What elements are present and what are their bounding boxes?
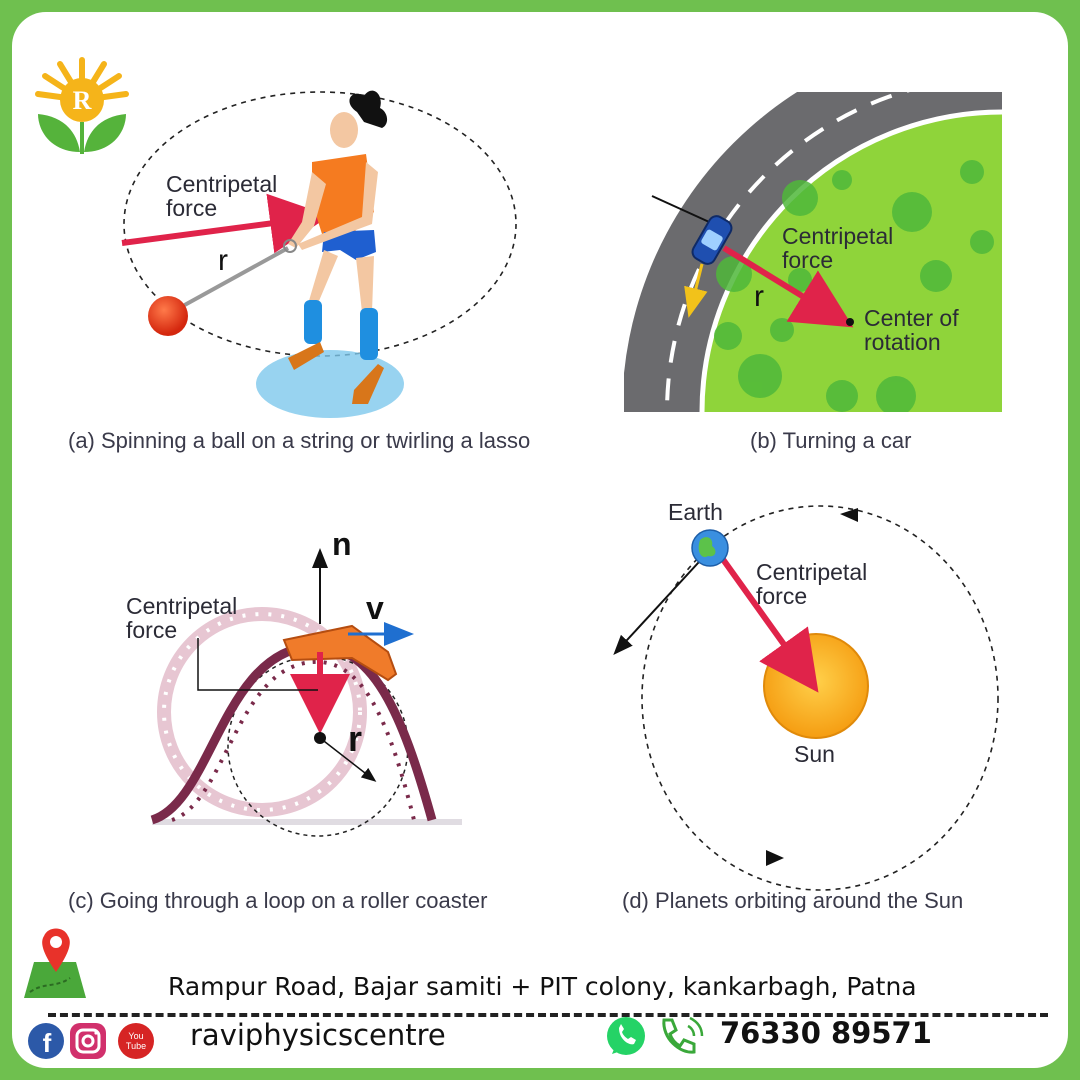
svg-text:Tube: Tube [126, 1041, 146, 1051]
panel-d-force-label-line2: force [756, 583, 808, 609]
svg-text:f: f [43, 1028, 52, 1058]
ball-icon [148, 296, 188, 336]
panel-a-force-label-line1: Centripetal [166, 171, 278, 197]
tangent-line [651, 195, 719, 227]
youtube-icon[interactable]: You Tube [118, 1023, 154, 1059]
infographic-card: R [12, 12, 1068, 1068]
instagram-icon[interactable] [70, 1023, 106, 1059]
circular-path [123, 91, 517, 357]
car-icon [691, 215, 733, 265]
panel-c-radius-label: r [348, 718, 363, 759]
footer-divider [48, 1013, 1048, 1017]
panel-d-force-label-line1: Centripetal [756, 559, 868, 585]
panel-b-force-label-line2: force [782, 247, 834, 273]
address-text: Rampur Road, Bajar samiti + PIT colony, … [168, 972, 917, 1001]
panel-c-velocity-label: v [366, 590, 384, 626]
location-pin-icon [24, 928, 86, 998]
panel-c-caption: (c) Going through a loop on a roller coa… [68, 888, 488, 913]
center-point [846, 318, 854, 326]
athlete-figure [283, 90, 388, 404]
leaf-left-icon [38, 114, 80, 152]
centripetal-force-arrow [719, 556, 819, 693]
centripetal-force-arrow [722, 245, 854, 328]
facebook-icon[interactable]: f [28, 1023, 64, 1059]
orbit-direction-icon [766, 850, 784, 866]
track-ties [171, 659, 416, 822]
label-leader-line [197, 638, 318, 691]
panel-c-force-label-line1: Centripetal [126, 593, 238, 619]
panel-b-radius-label: r [754, 280, 764, 313]
centripetal-force-arrow [121, 193, 330, 254]
panel-a-caption: (a) Spinning a ball on a string or twirl… [68, 428, 531, 453]
radius-arrow [319, 737, 377, 782]
illustration-canvas: R [24, 57, 1002, 1059]
panel-d-planet-orbit [613, 505, 999, 891]
panel-b-center-label-line1: Center of [864, 305, 959, 331]
coaster-car-icon [282, 624, 398, 682]
throwing-circle [256, 350, 404, 418]
leaf-right-icon [84, 114, 126, 152]
sun-icon [763, 633, 869, 739]
brand-logo: R [35, 57, 129, 154]
panel-b-center-label-line2: rotation [864, 329, 941, 355]
string-line [171, 246, 289, 314]
panel-a-radius-label: r [218, 244, 228, 277]
panel-c-roller-coaster [150, 548, 462, 837]
orbit-direction-icon [840, 508, 858, 522]
orbit-path [641, 505, 999, 891]
velocity-arrow [684, 263, 708, 318]
panel-c-force-label-line2: force [126, 617, 178, 643]
phone-call-icon[interactable] [662, 1016, 704, 1054]
logo-sun-icon [60, 78, 104, 122]
social-handle[interactable]: raviphysicscentre [190, 1018, 446, 1052]
svg-text:You: You [128, 1031, 143, 1041]
tree-icons [714, 160, 994, 412]
phone-number[interactable]: 76330 89571 [720, 1016, 932, 1050]
panel-b-caption: (b) Turning a car [750, 428, 912, 453]
panel-b-force-label-line1: Centripetal [782, 223, 894, 249]
panel-d-earth-label: Earth [668, 499, 723, 525]
velocity-arrow [613, 549, 711, 655]
panel-a-hammer-throw [121, 90, 517, 418]
logo-letter: R [73, 86, 92, 115]
panel-c-normal-label: n [332, 526, 352, 562]
panel-b-turning-car [624, 92, 1002, 412]
whatsapp-icon[interactable] [607, 1017, 645, 1055]
panel-d-caption: (d) Planets orbiting around the Sun [622, 888, 964, 913]
panel-d-sun-label: Sun [794, 741, 835, 767]
panel-a-force-label-line2: force [166, 195, 218, 221]
